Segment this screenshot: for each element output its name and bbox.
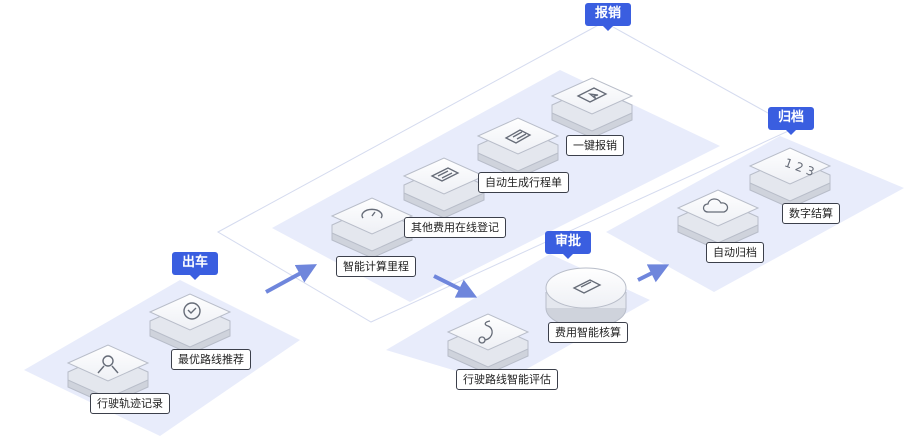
route-loop-icon bbox=[478, 320, 493, 344]
cursor-click-icon bbox=[576, 87, 608, 103]
route-icon bbox=[183, 302, 201, 320]
tile-best-route bbox=[148, 293, 232, 355]
stage-tag-shenpi: 审批 bbox=[545, 231, 592, 259]
tile-route-eval bbox=[446, 313, 530, 375]
tile-smart-mileage bbox=[330, 197, 414, 259]
stage-tag-chuche: 出车 bbox=[172, 252, 219, 280]
tile-other-fees bbox=[402, 157, 486, 219]
arrow-to-guidang bbox=[637, 264, 670, 283]
tile-auto-itinerary bbox=[476, 117, 560, 179]
label-auto-archive: 自动归档 bbox=[706, 242, 764, 263]
person-icon bbox=[97, 355, 119, 374]
label-fee-check: 费用智能核算 bbox=[548, 322, 628, 343]
tile-fee-check bbox=[545, 267, 627, 329]
label-best-route: 最优路线推荐 bbox=[171, 349, 251, 370]
tile-track-record bbox=[66, 344, 150, 406]
label-track-record: 行驶轨迹记录 bbox=[90, 393, 170, 414]
stage-tag-guidang: 归档 bbox=[768, 107, 815, 135]
stage-tag-baoxiao: 报销 bbox=[585, 3, 632, 31]
label-other-fees: 其他费用在线登记 bbox=[404, 217, 506, 238]
label-one-click: 一键报销 bbox=[566, 135, 624, 156]
edit-form-icon bbox=[430, 167, 460, 182]
tile-auto-archive bbox=[676, 189, 760, 251]
calculator-icon bbox=[572, 279, 602, 294]
label-smart-mileage: 智能计算里程 bbox=[336, 256, 416, 277]
cloud-icon bbox=[702, 198, 729, 213]
tile-digital-settle: 1 2 3 bbox=[748, 147, 832, 209]
scroll-icon bbox=[504, 129, 532, 144]
arrow-to-baoxiao bbox=[265, 264, 318, 294]
tile-one-click bbox=[550, 77, 634, 139]
label-route-eval: 行驶路线智能评估 bbox=[456, 369, 558, 390]
label-digital-settle: 数字结算 bbox=[782, 203, 840, 224]
arrow-to-shenpi bbox=[433, 274, 478, 298]
label-auto-itinerary: 自动生成行程单 bbox=[478, 172, 569, 193]
gauge-icon bbox=[361, 208, 383, 219]
